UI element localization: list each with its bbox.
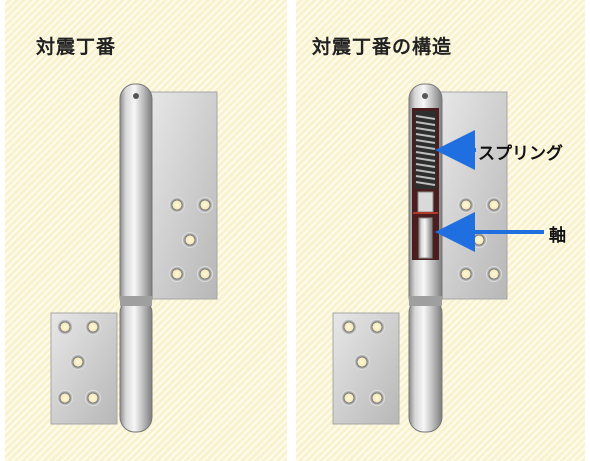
hinge-left-screw-hole (197, 197, 213, 213)
hinge-left-screw-hole (57, 319, 73, 335)
hinge-right-screw-hole (458, 197, 474, 213)
hinge-right-screw-hole (341, 319, 357, 335)
hinge-left (50, 83, 218, 433)
hinge-right-joint (409, 296, 442, 306)
hinge-right-screw-hole (369, 390, 385, 406)
hinge-left-screw-hole (197, 266, 213, 282)
spring-seat (417, 191, 434, 213)
hinge-left-upper-barrel (119, 83, 153, 313)
spring-coils (415, 115, 436, 186)
hinge-left-pin (133, 93, 139, 99)
hinge-right-screw-hole (486, 266, 502, 282)
hinge-right-screw-hole (458, 266, 474, 282)
hinge-left-screw-hole (70, 354, 86, 370)
hinge-left-screw-hole (57, 390, 73, 406)
hinge-right (332, 83, 544, 433)
hinge-left-screw-hole (85, 390, 101, 406)
hinge-right-screw-hole (486, 197, 502, 213)
hinge-right-lower-barrel (408, 297, 443, 433)
hinge-left-upper-plate (149, 91, 218, 300)
hinge-left-screw-hole (169, 266, 185, 282)
right-panel-title: 対震丁番の構造 (312, 36, 453, 58)
left-panel-title: 対震丁番 (36, 36, 117, 58)
hinge-left-joint (120, 296, 152, 306)
hinge-left-lower-barrel (119, 297, 153, 433)
hinge-right-pin (422, 93, 428, 99)
hinge-right-screw-hole (369, 319, 385, 335)
hinge-right-upper-plate (439, 91, 508, 300)
hinge-right-screw-hole (354, 354, 370, 370)
shaft-label: 軸 (549, 226, 566, 246)
shaft (418, 217, 433, 259)
hinge-right-screw-hole (341, 390, 357, 406)
hinge-left-screw-hole (182, 232, 198, 248)
hinge-left-screw-hole (85, 319, 101, 335)
hinge-right-screw-hole (471, 232, 487, 248)
spring-label: スプリング (478, 144, 563, 164)
hinge-left-screw-hole (169, 197, 185, 213)
